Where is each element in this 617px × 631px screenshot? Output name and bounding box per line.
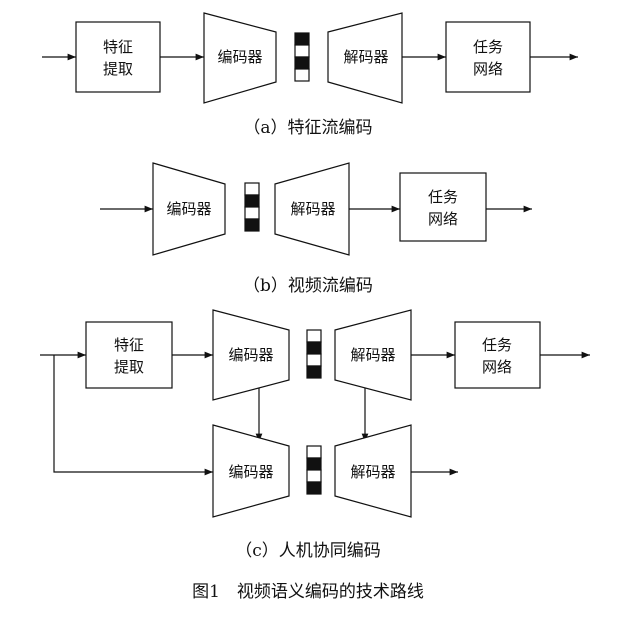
task-net-box-b [399,172,487,242]
bitstream-a [294,32,310,82]
caption-c: （c）人机协同编码 [235,541,381,561]
encoder-label-a: 编码器 [217,48,262,66]
decoder-trapezoid-b [274,162,350,256]
task-net-label-b-1: 任务 [428,188,458,206]
task-net-box-c [454,321,541,389]
feature-extract-label-c-1: 特征 [114,336,144,354]
encoder-label-b: 编码器 [166,200,211,218]
bitstream-c-upper [306,329,322,379]
bitstream-c-lower [306,445,322,495]
caption-a: （a）特征流编码 [243,118,372,138]
caption-b: （b）视频流编码 [243,276,373,296]
decoder-label-c-lower: 解码器 [350,463,395,481]
encoder-trapezoid-c-lower [212,424,290,518]
encoder-trapezoid-c-upper [212,309,290,401]
encoder-trapezoid-b [152,162,226,256]
feature-extract-box-a [75,21,161,93]
task-net-label-c-1: 任务 [482,336,512,354]
decoder-trapezoid-a [327,12,403,104]
panel-a: 特征 提取 编码器 解码器 任务 网络 （a）特征流编码 [42,12,578,138]
feature-extract-label-1: 特征 [103,38,133,56]
task-net-label-b-2: 网络 [428,210,458,228]
arrow-bypass-to-lower-encoder [53,355,213,476]
decoder-label-a: 解码器 [343,48,388,66]
task-net-label-2: 网络 [473,60,503,78]
feature-extract-box-c [85,321,173,389]
feature-extract-label-c-2: 提取 [114,358,144,376]
feature-extract-label-2: 提取 [103,60,133,78]
encoder-label-c-upper: 编码器 [228,346,273,364]
task-net-box-a [445,21,531,93]
panel-b: 编码器 解码器 任务 网络 （b）视频流编码 [100,162,532,296]
encoder-label-c-lower: 编码器 [228,463,273,481]
decoder-label-b: 解码器 [290,200,335,218]
figure-caption: 图1 视频语义编码的技术路线 [192,582,424,602]
decoder-trapezoid-c-upper [334,309,412,401]
panel-c: 特征 提取 编码器 解码器 任务 网络 编码器 [40,309,590,561]
encoder-trapezoid-a [203,12,277,104]
task-net-label-c-2: 网络 [482,358,512,376]
bitstream-b [244,182,260,232]
decoder-trapezoid-c-lower [334,424,412,518]
decoder-label-c-upper: 解码器 [350,346,395,364]
task-net-label-1: 任务 [473,38,503,56]
